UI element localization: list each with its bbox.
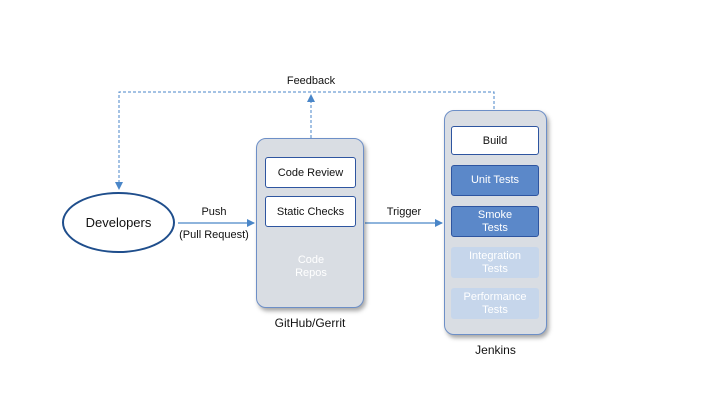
pull-request-label: (Pull Request) — [179, 229, 249, 241]
smoke-tests-label: Smoke Tests — [477, 208, 513, 234]
build-box[interactable]: Build — [451, 126, 539, 155]
static-checks-box[interactable]: Static Checks — [265, 196, 356, 227]
performance-tests-box[interactable]: Performance Tests — [451, 288, 539, 319]
github-gerrit-label: GitHub/Gerrit — [274, 316, 346, 330]
static-checks-label: Static Checks — [276, 205, 345, 218]
integration-tests-label: Integration Tests — [469, 249, 521, 275]
build-label: Build — [482, 134, 508, 147]
push-label: Push — [201, 206, 227, 218]
performance-tests-label: Performance Tests — [463, 290, 527, 316]
unit-tests-label: Unit Tests — [470, 174, 520, 186]
integration-tests-box[interactable]: Integration Tests — [451, 247, 539, 278]
code-review-box[interactable]: Code Review — [265, 157, 356, 188]
developers-label: Developers — [85, 215, 152, 230]
jenkins-label: Jenkins — [475, 343, 516, 357]
smoke-tests-box[interactable]: Smoke Tests — [451, 206, 539, 237]
unit-tests-box[interactable]: Unit Tests — [451, 165, 539, 196]
feedback-label: Feedback — [286, 75, 336, 87]
code-repos-label: Code Repos — [295, 254, 327, 279]
code-review-label: Code Review — [277, 166, 344, 179]
code-repos-node[interactable]: Code Repos — [278, 251, 344, 283]
trigger-label: Trigger — [386, 206, 422, 218]
feedback-loop-line — [115, 91, 495, 190]
developers-node[interactable]: Developers — [62, 192, 175, 253]
